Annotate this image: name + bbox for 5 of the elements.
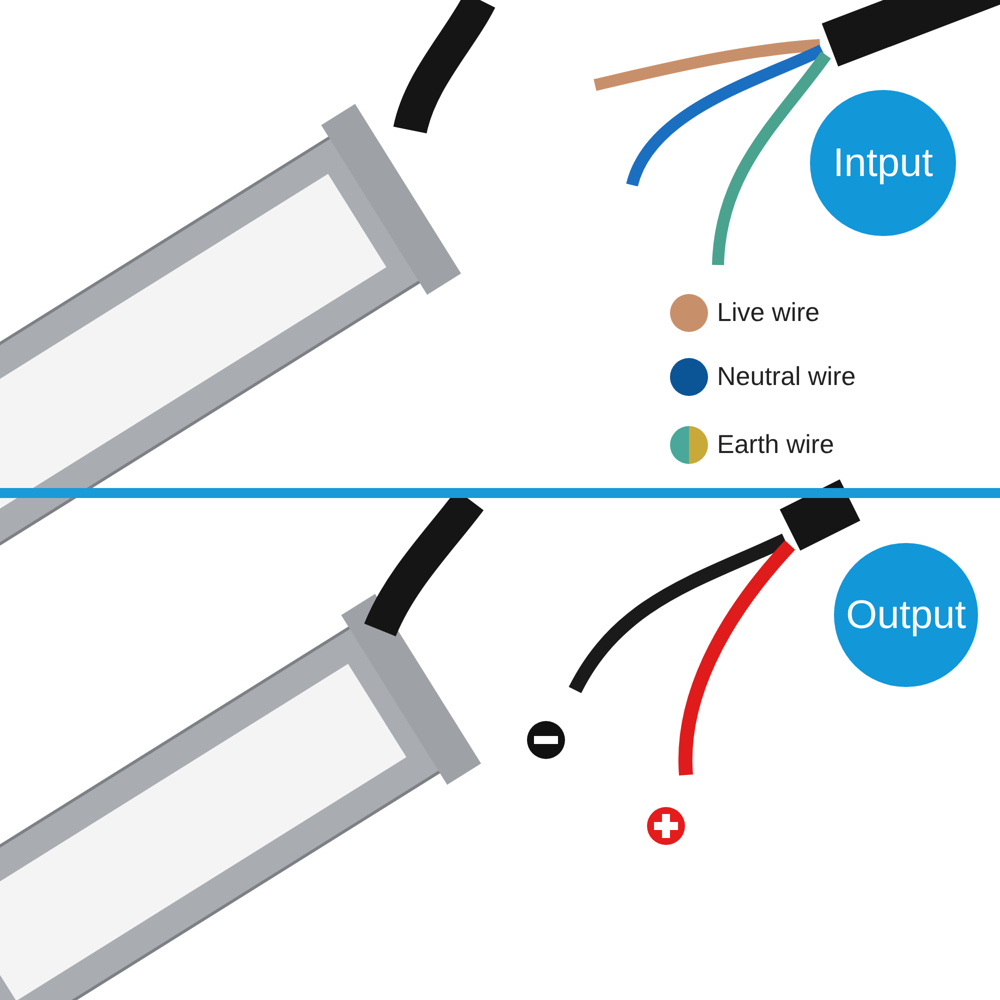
label-circle: Intput [810,90,956,236]
label-circle: Output [834,543,978,687]
legend-label: Neutral wire [717,361,856,392]
legend-label: Live wire [717,297,820,328]
legend-label: Earth wire [717,429,834,460]
